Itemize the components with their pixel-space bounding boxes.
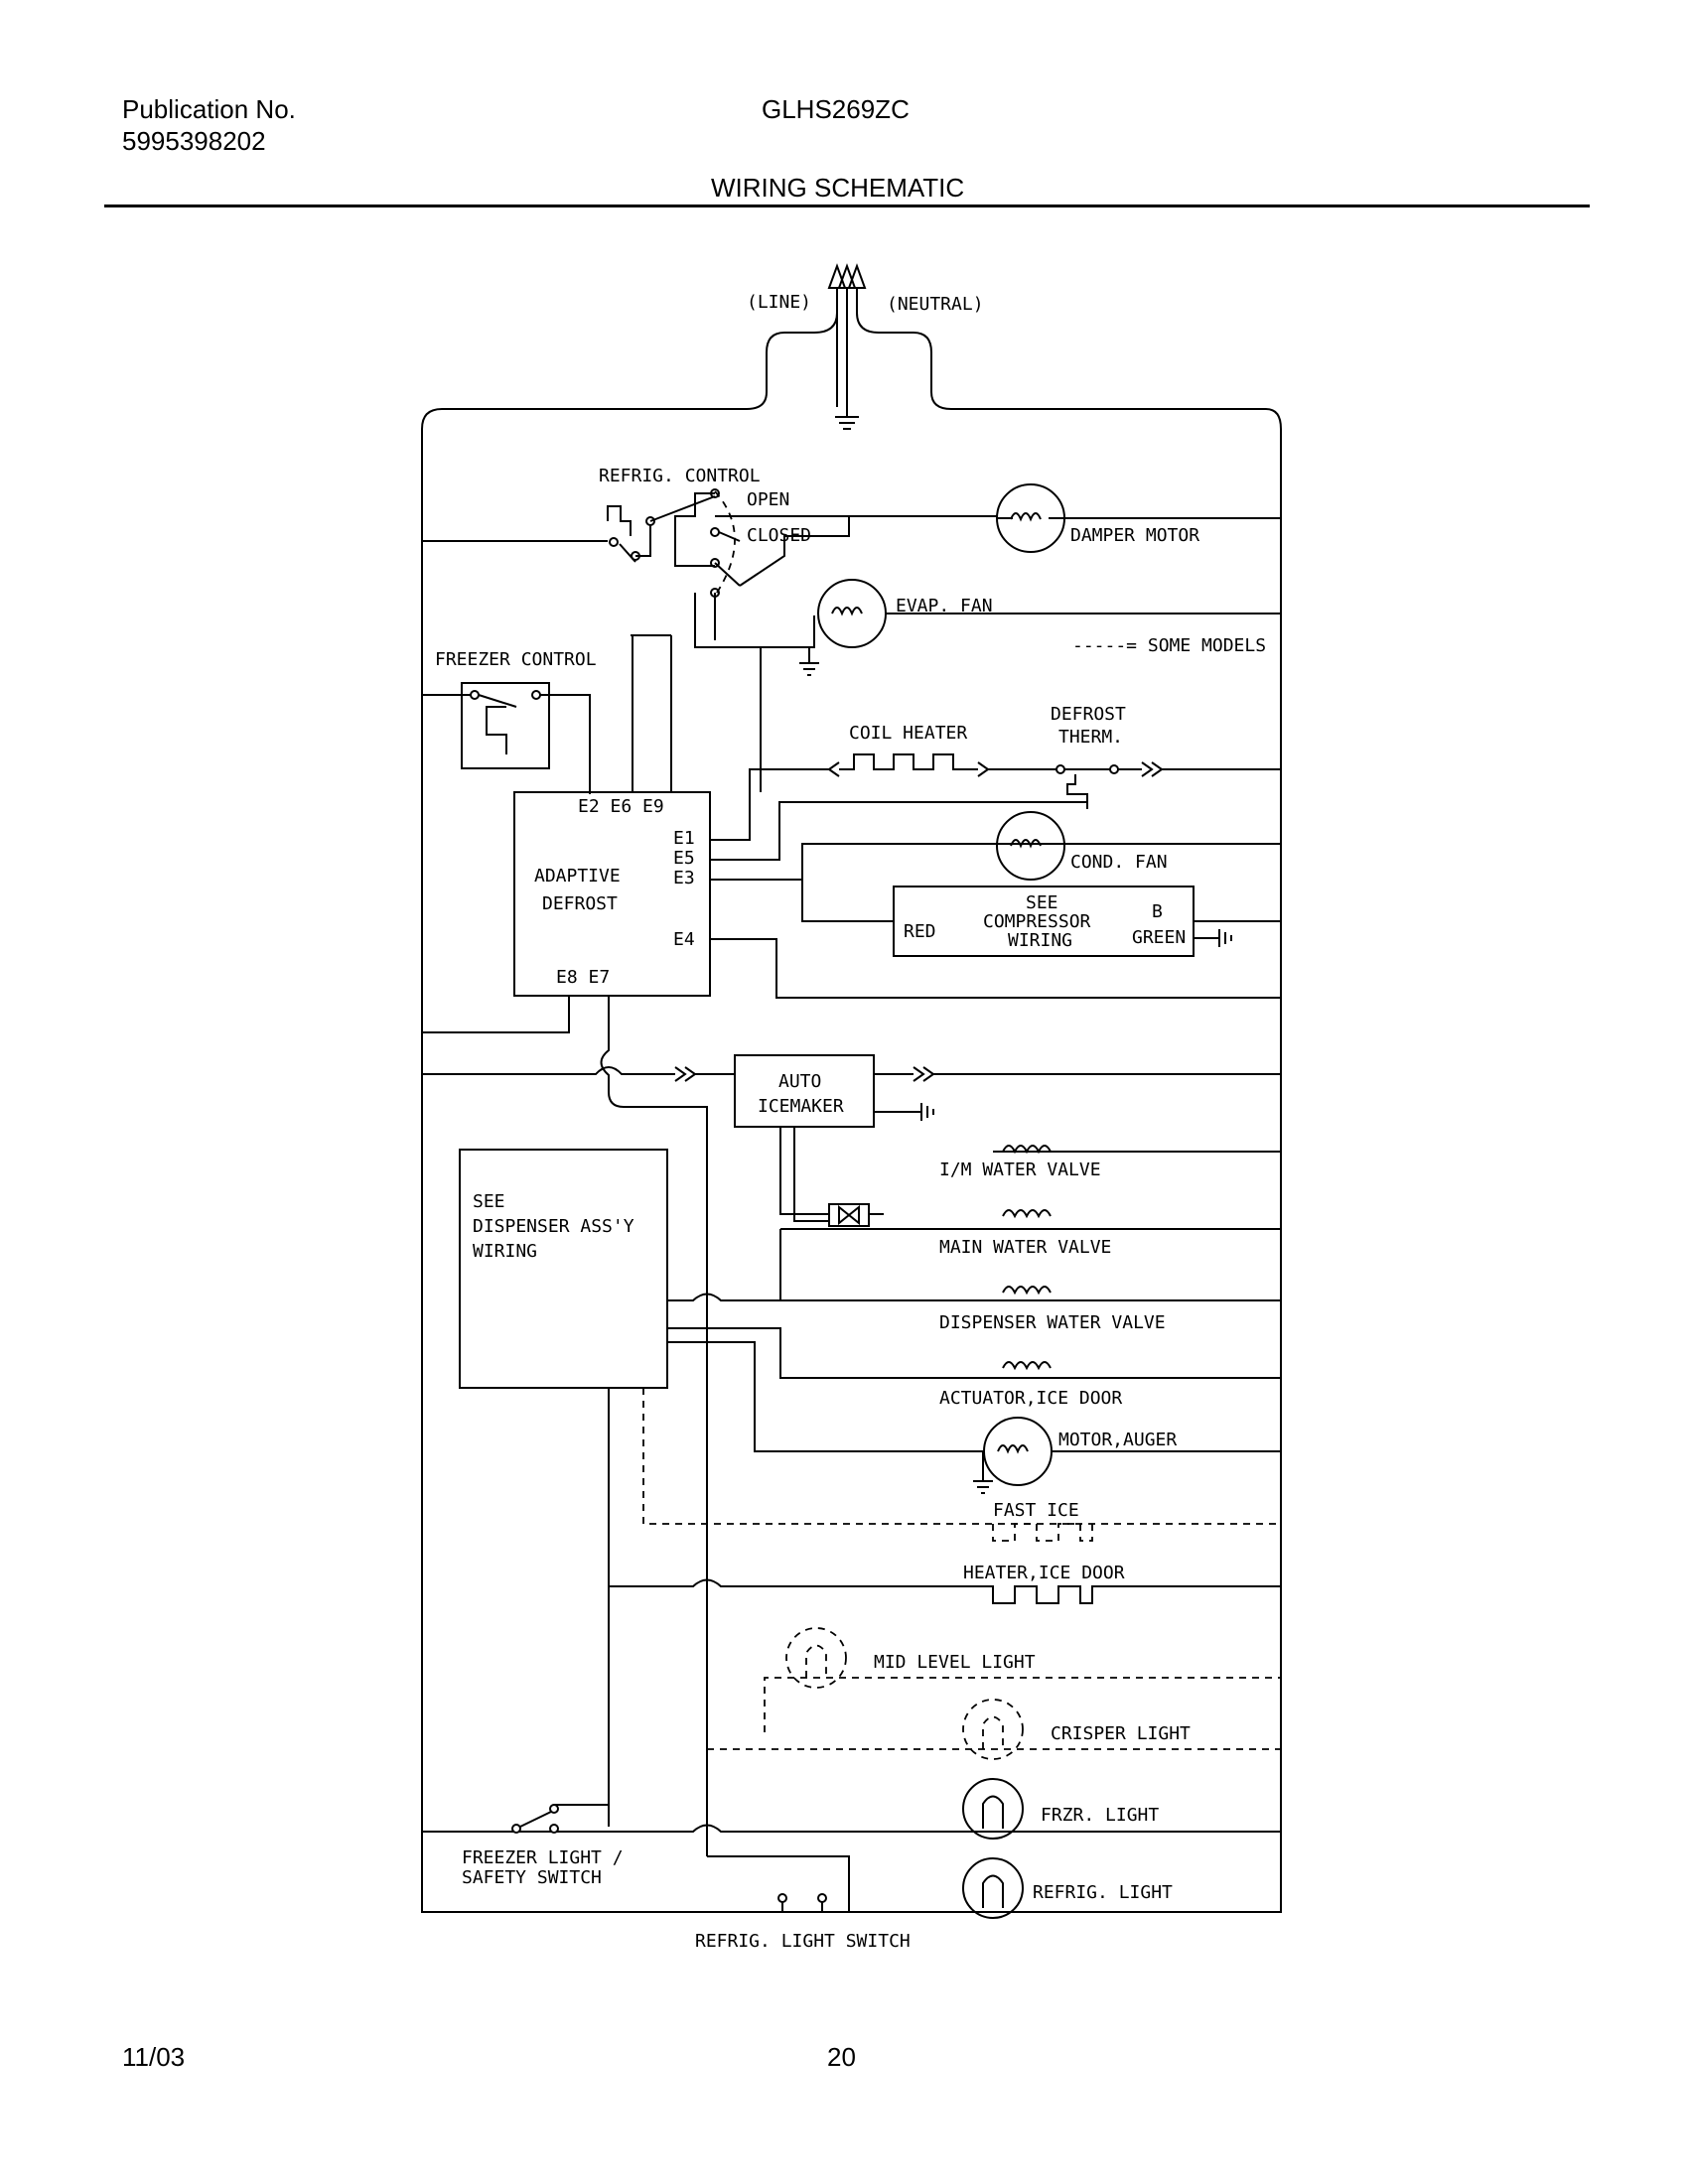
- freezer-light-switch: [511, 1388, 610, 1834]
- coil-heater: [710, 753, 1057, 841]
- freezer-light-switch-label-1: FREEZER LIGHT /: [462, 1847, 624, 1868]
- frzr-light-label: FRZR. LIGHT: [1041, 1805, 1159, 1826]
- dispenser-box: [459, 1149, 668, 1389]
- compressor-label: COMPRESSOR: [983, 911, 1091, 932]
- main-water-valve: [793, 1127, 1281, 1230]
- dispenser-wiring-label: WIRING: [473, 1241, 537, 1262]
- heater-ice-door-label: HEATER,ICE DOOR: [963, 1563, 1125, 1583]
- cond-fan: [996, 811, 1065, 881]
- footer-date: 11/03: [122, 2042, 186, 2072]
- cond-fan-label: COND. FAN: [1070, 852, 1168, 873]
- dispenser-assy-label: DISPENSER ASS'Y: [473, 1216, 634, 1237]
- defrost-label: DEFROST: [542, 893, 618, 914]
- e3-label: E3: [673, 868, 695, 888]
- auto-icemaker-box: [734, 1054, 875, 1128]
- compressor-see: SEE: [1026, 892, 1058, 913]
- publication-number: 5995398202: [122, 126, 266, 156]
- fast-ice-heater: [992, 1523, 1093, 1542]
- freezer-control-label: FREEZER CONTROL: [435, 649, 597, 670]
- compressor-wiring: WIRING: [1008, 930, 1072, 951]
- refrig-control-label: REFRIG. CONTROL: [599, 466, 761, 486]
- defrost-therm: [1055, 761, 1281, 809]
- actuator-ice-door-label: ACTUATOR,ICE DOOR: [939, 1388, 1122, 1409]
- compressor-leads: [1194, 920, 1281, 947]
- publication-label: Publication No.: [122, 94, 296, 124]
- dispenser-water-valve: [667, 1286, 1281, 1301]
- damper-motor: [996, 483, 1281, 553]
- im-water-valve: [779, 1127, 1281, 1215]
- e5-wire: [710, 801, 1088, 861]
- crisper-light-label: CRISPER LIGHT: [1051, 1723, 1191, 1744]
- green-label: GREEN: [1132, 927, 1186, 948]
- model-number: GLHS269ZC: [762, 94, 910, 124]
- line-label: (LINE): [747, 292, 811, 313]
- refrig-light-switch-label: REFRIG. LIGHT SWITCH: [695, 1931, 911, 1952]
- e4-label: E4: [673, 929, 695, 950]
- motor-auger: [667, 1341, 1281, 1494]
- adaptive-defrost-box: [513, 791, 711, 997]
- e5-label: E5: [673, 848, 695, 869]
- dispenser-see: SEE: [473, 1191, 505, 1212]
- closed-label: CLOSED: [747, 525, 811, 546]
- icemaker-ground: [874, 1103, 934, 1121]
- icemaker-label: ICEMAKER: [758, 1096, 844, 1117]
- some-models-label: -----= SOME MODELS: [1072, 635, 1266, 656]
- e4-wire: [710, 938, 1281, 999]
- page-title: WIRING SCHEMATIC: [711, 173, 965, 203]
- heater-ice-door: [609, 1578, 1281, 1604]
- refrig-control: [422, 488, 998, 635]
- crisper-light: [707, 1699, 1281, 1760]
- auto-label: AUTO: [778, 1071, 821, 1092]
- frzr-light: [422, 1778, 1281, 1840]
- e8-wire: [422, 996, 570, 1033]
- damper-motor-label: DAMPER MOTOR: [1070, 525, 1199, 546]
- evap-fan: [694, 579, 1281, 676]
- im-water-valve-label: I/M WATER VALVE: [939, 1160, 1101, 1180]
- icemaker-line-right: [874, 1066, 1281, 1082]
- adaptive-defrost-terminals-top: E2 E6 E9: [578, 796, 664, 817]
- refrig-light-switch: [773, 1893, 832, 1913]
- motor-auger-label: MOTOR,AUGER: [1058, 1430, 1177, 1450]
- adaptive-label: ADAPTIVE: [534, 866, 621, 887]
- adaptive-defrost-terminals-bottom: E8 E7: [556, 967, 610, 988]
- e7-wire: [600, 996, 708, 1856]
- fast-ice-label: FAST ICE: [993, 1500, 1079, 1521]
- coil-heater-label: COIL HEATER: [849, 723, 967, 744]
- evap-fan-label: EVAP. FAN: [896, 596, 993, 616]
- defrost-therm-label-2: THERM.: [1058, 727, 1123, 748]
- b-label: B: [1152, 901, 1163, 922]
- freezer-light-switch-label-2: SAFETY SWITCH: [462, 1867, 602, 1888]
- open-label: OPEN: [747, 489, 789, 510]
- e3-wire: [710, 843, 1281, 922]
- refrig-light: [707, 1855, 1024, 1919]
- neutral-label: (NEUTRAL): [887, 294, 984, 315]
- power-cord: [442, 263, 1266, 430]
- actuator-ice-door: [667, 1327, 1281, 1379]
- main-valve-feed: [779, 1228, 884, 1300]
- mid-level-light: [764, 1627, 1281, 1732]
- defrost-therm-label-1: DEFROST: [1051, 704, 1126, 725]
- icemaker-line-left: [422, 1066, 675, 1075]
- freezer-control: [422, 682, 591, 794]
- refrig-light-label: REFRIG. LIGHT: [1033, 1882, 1173, 1903]
- header-rule: [104, 205, 1590, 207]
- red-label: RED: [904, 921, 936, 942]
- icemaker-connector-left: [674, 1066, 735, 1082]
- e1-label: E1: [673, 828, 695, 849]
- page-number: 20: [827, 2042, 856, 2072]
- main-frame: [421, 408, 1282, 1913]
- dispenser-water-valve-label: DISPENSER WATER VALVE: [939, 1312, 1166, 1333]
- defrost-top-wires: [632, 635, 762, 792]
- mid-level-light-label: MID LEVEL LIGHT: [874, 1652, 1036, 1673]
- main-water-valve-label: MAIN WATER VALVE: [939, 1237, 1111, 1258]
